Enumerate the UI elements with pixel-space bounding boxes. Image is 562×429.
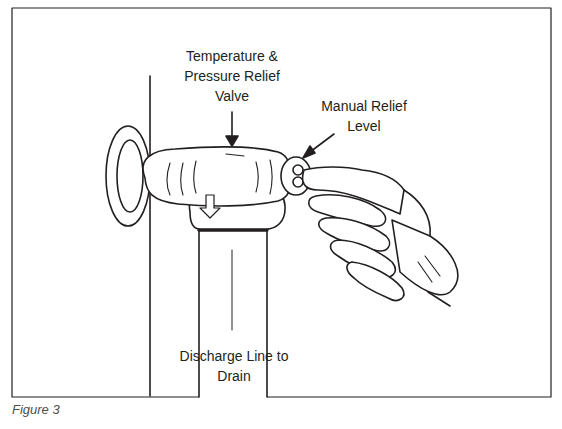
lever-knob	[293, 177, 303, 187]
flow-arrow	[200, 195, 220, 218]
part-label: Temperature & Pressure Relief Valve	[180, 46, 284, 106]
tank-wall	[149, 76, 151, 396]
valve-flange-inner	[117, 140, 143, 212]
valve-flange	[106, 126, 150, 226]
part-label: Discharge Line to Drain	[178, 346, 290, 386]
hand	[303, 167, 458, 306]
figure-caption: Figure 3	[12, 402, 60, 417]
leader-arrow	[226, 112, 334, 158]
part-label: Manual Relief Level	[312, 96, 416, 136]
relief-valve-body	[143, 147, 292, 206]
valve-body-ridges	[167, 154, 272, 195]
figure-frame	[12, 8, 551, 397]
lever-knob	[293, 165, 303, 175]
